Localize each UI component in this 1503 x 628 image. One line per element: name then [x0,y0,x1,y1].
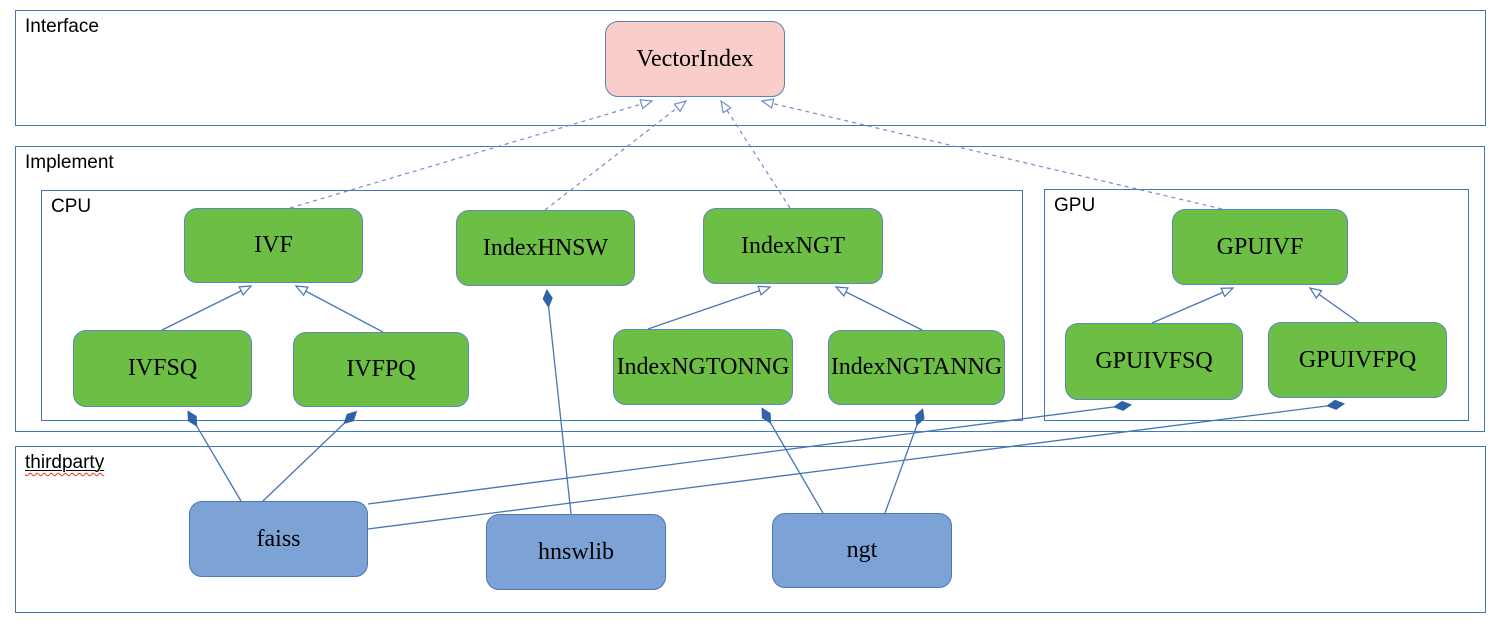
section-cpu-label: CPU [51,196,92,217]
node-gpuivfpq[interactable]: GPUIVFPQ [1268,322,1447,398]
node-vectorindex[interactable]: VectorIndex [605,21,785,97]
node-indexngtanng[interactable]: IndexNGTANNG [828,330,1005,405]
node-gpuivf-label: GPUIVF [1216,233,1304,260]
node-ivfpq-label: IVFPQ [346,356,416,382]
node-gpuivfsq-label: GPUIVFSQ [1095,348,1213,374]
node-ivfsq-label: IVFSQ [127,355,198,381]
node-hnswlib[interactable]: hnswlib [486,514,666,590]
node-hnswlib-label: hnswlib [537,538,614,565]
node-ivf-label: IVF [254,232,293,258]
node-indexngt[interactable]: IndexNGT [703,208,883,284]
node-ngt[interactable]: ngt [772,513,952,588]
section-implement-label: Implement [25,152,114,173]
section-thirdparty-label: thirdparty [25,452,104,474]
node-indexngtonng-label: IndexNGTONNG [616,353,790,380]
node-indexngtonng[interactable]: IndexNGTONNG [613,329,793,405]
node-faiss[interactable]: faiss [189,501,368,577]
node-vectorindex-label: VectorIndex [636,45,754,72]
node-gpuivfsq[interactable]: GPUIVFSQ [1065,323,1243,400]
node-faiss-label: faiss [256,525,301,552]
node-ngt-label: ngt [846,537,878,563]
node-gpuivfpq-label: GPUIVFPQ [1298,346,1417,373]
section-thirdparty-label-text: thirdparty [25,452,105,473]
section-gpu-label: GPU [1054,195,1096,216]
node-ivfsq[interactable]: IVFSQ [73,330,252,407]
node-indexngt-label: IndexNGT [741,232,845,259]
node-ivf[interactable]: IVF [184,208,363,283]
node-indexhnsw-label: IndexHNSW [482,234,609,261]
node-ivfpq[interactable]: IVFPQ [293,332,469,407]
node-indexhnsw[interactable]: IndexHNSW [456,210,635,286]
section-interface-label: Interface [25,16,99,37]
node-indexngtanng-label: IndexNGTANNG [830,354,1003,380]
node-gpuivf[interactable]: GPUIVF [1172,209,1348,285]
